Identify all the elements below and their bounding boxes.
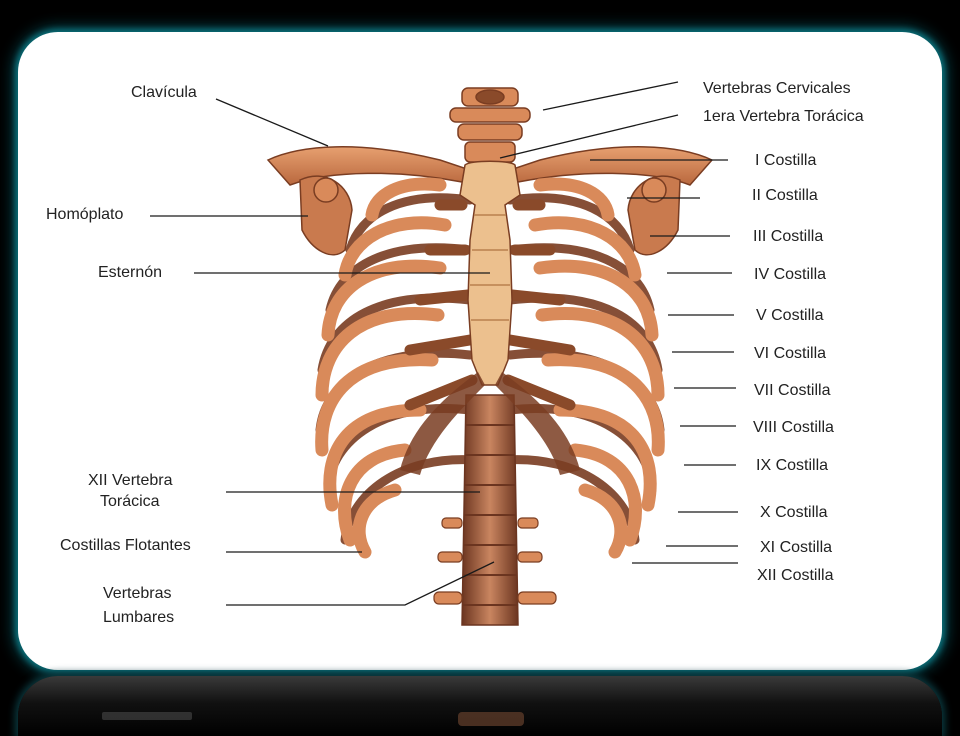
label-costilla-3: III Costilla	[753, 228, 823, 245]
label-esternon: Esternón	[98, 264, 162, 281]
label-clavicula: Clavícula	[131, 84, 197, 101]
label-costilla-8: VIII Costilla	[753, 419, 834, 436]
label-costilla-6: VI Costilla	[754, 345, 826, 362]
diagram-card: Clavícula Homóplato Esternón XII Vertebr…	[18, 32, 942, 670]
label-costilla-2: II Costilla	[752, 187, 818, 204]
labels-left: Clavícula Homóplato Esternón XII Vertebr…	[46, 84, 197, 626]
costal-cartilage	[400, 372, 580, 475]
spine	[433, 394, 557, 626]
card-reflection	[18, 676, 942, 736]
label-costilla-4: IV Costilla	[754, 266, 826, 283]
clavicles	[266, 146, 714, 256]
label-costillas-flotantes: Costillas Flotantes	[60, 537, 191, 554]
label-costilla-1: I Costilla	[755, 152, 816, 169]
label-homoplato: Homóplato	[46, 206, 123, 223]
label-vertebras-lumbares-line2: Lumbares	[103, 609, 174, 626]
label-costilla-5: V Costilla	[756, 307, 824, 324]
labels-right: Vertebras Cervicales 1era Vertebra Torác…	[703, 80, 864, 584]
cervical-vertebrae	[449, 87, 531, 163]
reflection-text-ghost	[102, 712, 192, 720]
label-costilla-12: XII Costilla	[757, 567, 834, 584]
label-costilla-11: XI Costilla	[760, 539, 832, 556]
label-vertebras-lumbares-line1: Vertebras	[103, 585, 171, 602]
leader-lines	[150, 81, 738, 606]
left-scapula	[299, 175, 353, 256]
reflection-spine-ghost	[458, 712, 524, 726]
label-primera-vertebra-toracica: 1era Vertebra Torácica	[703, 108, 864, 125]
front-ribs	[315, 177, 665, 559]
label-costilla-10: X Costilla	[760, 504, 828, 521]
label-xii-vertebra-line2: Torácica	[100, 493, 160, 510]
label-costilla-7: VII Costilla	[754, 382, 831, 399]
rib-cage-diagram: Clavícula Homóplato Esternón XII Vertebr…	[46, 80, 864, 626]
sternum-segments	[470, 214, 510, 321]
label-costilla-9: IX Costilla	[756, 457, 828, 474]
rib-cage-illustration	[266, 87, 714, 626]
label-xii-vertebra-line1: XII Vertebra	[88, 472, 173, 489]
label-vertebras-cervicales: Vertebras Cervicales	[703, 80, 851, 97]
right-scapula	[627, 175, 681, 256]
